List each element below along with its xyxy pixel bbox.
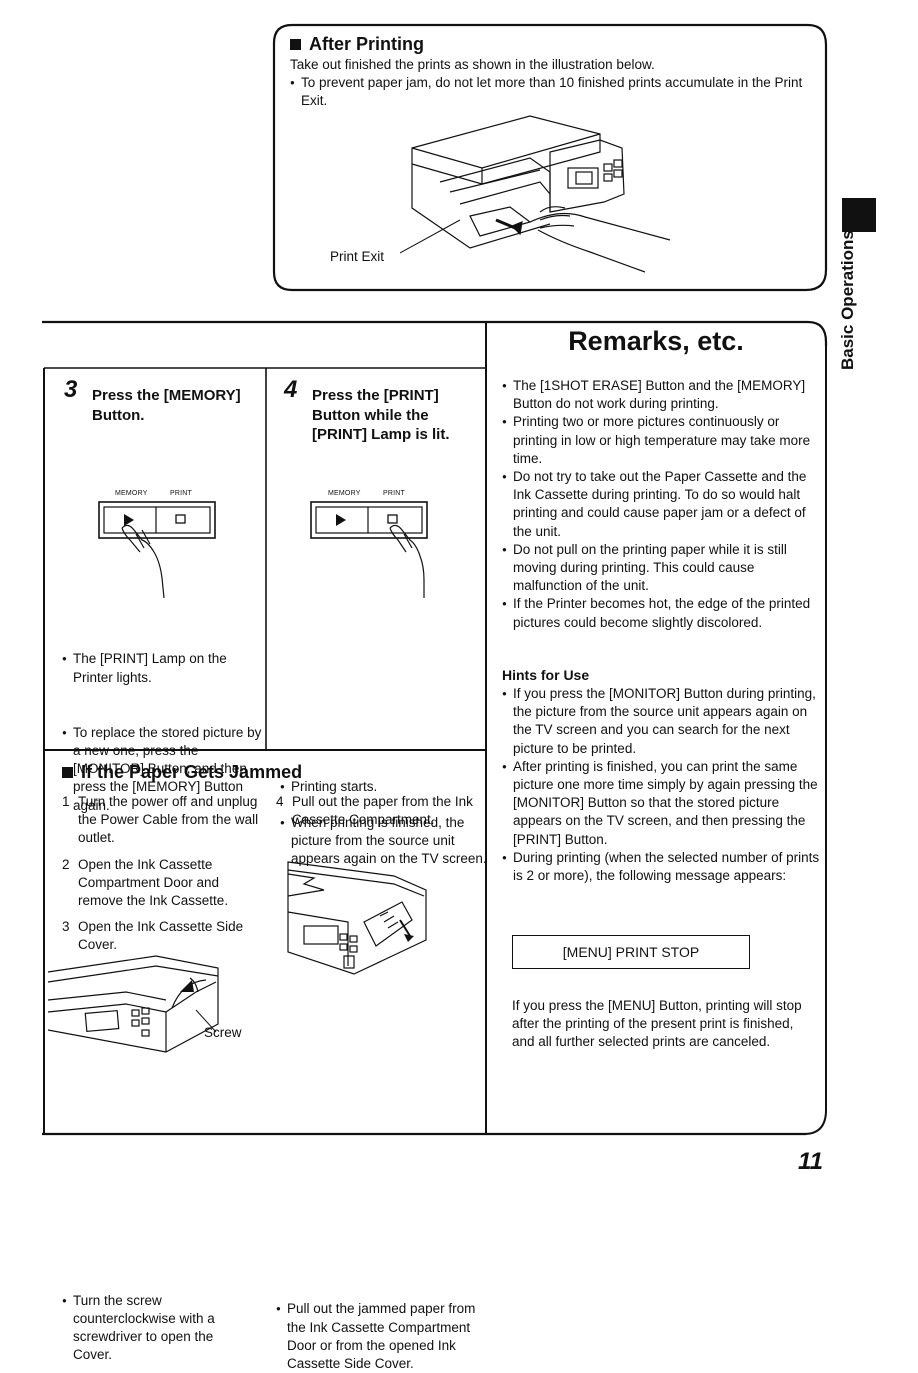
step3-bullet-1: The [PRINT] Lamp on the Printer lights. [62, 650, 269, 686]
screw-label: Screw [204, 1025, 242, 1040]
jam-bullet-pull: Pull out the jammed paper from the Ink C… [276, 1300, 483, 1373]
step4-button-panel [310, 501, 428, 598]
jam-step-3: 3 Open the Ink Cassette Side Cover. [62, 918, 262, 954]
remark-2: Printing two or more pictures continuous… [502, 413, 820, 468]
step4-bullet-1: Printing starts. [280, 778, 487, 796]
paper-jam-heading: If the Paper Gets Jammed [62, 762, 302, 783]
section-tab-marker [842, 198, 876, 232]
play-arrow-icon [336, 514, 346, 526]
jam-step-4: 4 Pull out the paper from the Ink Casset… [276, 793, 476, 829]
jam-step-2-num: 2 [62, 857, 70, 872]
after-printing-heading: After Printing [290, 34, 424, 55]
step3-number: 3 [64, 376, 78, 403]
remarks-closing: If you press the [MENU] Button, printing… [512, 998, 802, 1050]
paper-jam-heading-text: If the Paper Gets Jammed [81, 762, 303, 782]
step3-memory-label: MEMORY [115, 490, 148, 497]
step4-title-line2: Button while the [312, 406, 429, 424]
print-stop-message-box: [MENU] PRINT STOP [512, 935, 750, 969]
step3-button-panel [98, 501, 216, 599]
print-lamp-icon [387, 514, 398, 524]
jam-step-3-text: Open the Ink Cassette Side Cover. [78, 919, 244, 953]
step4-bullet-2: When printing is finished, the picture f… [280, 814, 487, 869]
step4-memory-label: MEMORY [328, 490, 361, 497]
side-cover-screw-illustration [47, 955, 219, 1053]
ink-compartment-illustration [287, 861, 427, 975]
after-printing-intro: Take out finished the prints as shown in… [290, 57, 655, 72]
print-exit-label: Print Exit [330, 249, 385, 264]
step3-bullet-2: To replace the stored picture by a new o… [62, 724, 269, 815]
step3-title-line2: Button. [92, 406, 145, 424]
square-bullet-icon [290, 39, 301, 50]
pull-arrow-icon [404, 934, 414, 942]
hint-1: If you press the [MONITOR] Button during… [502, 685, 820, 758]
rotate-arrow-icon [180, 980, 194, 992]
remarks-list: The [1SHOT ERASE] Button and the [MEMORY… [502, 377, 820, 632]
jam-bullet-screw: Turn the screw counterclockwise with a s… [62, 1292, 243, 1365]
jam-step-3-num: 3 [62, 919, 70, 934]
jam-step-2-text: Open the Ink Cassette Compartment Door a… [78, 857, 229, 909]
step4-number: 4 [284, 376, 298, 403]
jam-step-4-num: 4 [276, 794, 284, 809]
jam-step-2: 2 Open the Ink Cassette Compartment Door… [62, 856, 262, 911]
remark-5: If the Printer becomes hot, the edge of … [502, 595, 820, 631]
step3-title: Press the [MEMORY] Button. [92, 386, 241, 425]
jam-step-1-num: 1 [62, 794, 70, 809]
step4-title-line3: [PRINT] Lamp is lit. [312, 426, 450, 443]
step3-title-line1: Press the [MEMORY] [92, 387, 241, 404]
page-frame-lines [42, 23, 828, 1136]
hints-list: If you press the [MONITOR] Button during… [502, 685, 820, 885]
side-tab-label: Basic Operations [838, 230, 857, 370]
pressing-hand-icon [389, 524, 425, 598]
step4-title-line1: Press the [PRINT] [312, 387, 439, 404]
printer-print-exit-illustration [400, 115, 671, 273]
after-printing-bullet: To prevent paper jam, do not let more th… [290, 74, 826, 110]
remark-3: Do not try to take out the Paper Cassett… [502, 468, 820, 541]
page-number: 11 [798, 1148, 823, 1175]
remark-4: Do not pull on the printing paper while … [502, 541, 820, 596]
play-arrow-icon [124, 514, 134, 526]
hint-3: During printing (when the selected numbe… [502, 849, 820, 885]
pressing-hand-icon [121, 524, 165, 599]
step3-print-label: PRINT [170, 490, 192, 497]
square-bullet-icon [62, 767, 73, 778]
jam-step-1: 1 Turn the power off and unplug the Powe… [62, 793, 262, 848]
print-lamp-icon [175, 514, 186, 524]
jam-step-1-text: Turn the power off and unplug the Power … [78, 794, 259, 846]
jam-step-4-text: Pull out the paper from the Ink Cassette… [292, 794, 473, 828]
step4-title: Press the [PRINT] Button while the [PRIN… [312, 386, 450, 445]
step4-print-label: PRINT [383, 490, 405, 497]
remark-1: The [1SHOT ERASE] Button and the [MEMORY… [502, 377, 820, 413]
remarks-heading: Remarks, etc. [568, 326, 744, 356]
hint-2: After printing is finished, you can prin… [502, 758, 820, 849]
after-printing-heading-text: After Printing [309, 34, 424, 54]
hints-heading: Hints for Use [502, 667, 590, 683]
